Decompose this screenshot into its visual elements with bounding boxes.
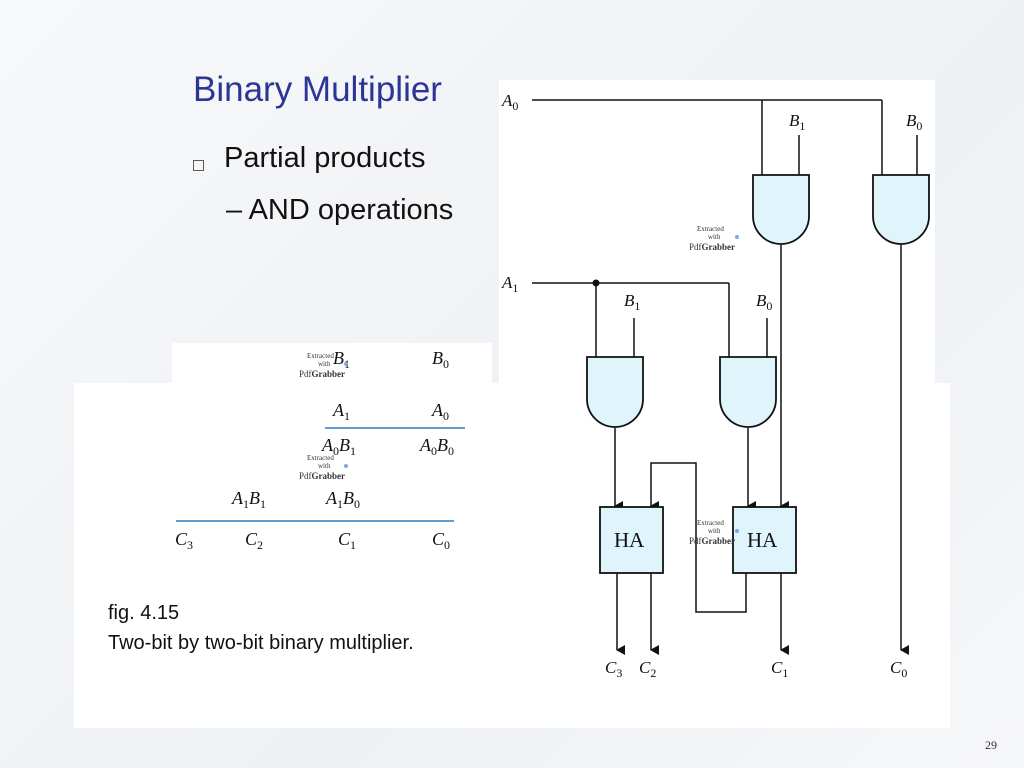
caption-description: Two-bit by two-bit binary multiplier. (108, 632, 414, 654)
label-b1-mid: B1 (624, 291, 640, 313)
table-c3: C3 (175, 529, 193, 552)
svg-text:Extracted: Extracted (697, 225, 724, 233)
wire-carry (650, 462, 747, 613)
table-b0: B0 (432, 348, 449, 371)
junction-dot (592, 279, 600, 287)
label-b0-mid: B0 (756, 291, 772, 313)
circuit-panel (499, 80, 935, 385)
table-panel (172, 343, 492, 388)
half-adder-1 (599, 506, 664, 574)
table-a1b1: A1B1 (231, 488, 266, 511)
label-b1-top: B1 (789, 111, 805, 133)
svg-text:with: with (708, 527, 721, 535)
page-title: Binary Multiplier (193, 70, 442, 109)
svg-text:Extracted: Extracted (697, 519, 724, 527)
half-adder-2 (732, 506, 797, 574)
svg-text:PdfGrabber: PdfGrabber (299, 369, 345, 379)
watermarks: Extracted with PdfGrabber Extracted with… (299, 225, 739, 546)
label-a0: A0 (501, 91, 518, 113)
label-a1: A1 (501, 273, 518, 295)
table-c0: C0 (432, 529, 450, 552)
svg-text:with: with (318, 462, 331, 470)
watermark-3: Extracted with PdfGrabber (299, 454, 348, 481)
svg-text:PdfGrabber: PdfGrabber (299, 471, 345, 481)
table-a1: A1 (332, 400, 350, 423)
bullet-and-operations: – AND operations (226, 194, 454, 226)
svg-text:Extracted: Extracted (307, 352, 334, 360)
and-gate-a0b0 (872, 174, 930, 245)
label-c2: C2 (639, 658, 656, 680)
and-gate-a0b1 (752, 174, 810, 245)
label-c0: C0 (890, 658, 907, 680)
svg-text:Extracted: Extracted (307, 454, 334, 462)
watermark-2: Extracted with PdfGrabber (299, 352, 348, 379)
and-gate-a1b1 (586, 356, 644, 428)
svg-text:with: with (318, 360, 331, 368)
bullet-partial-products: Partial products (224, 142, 426, 174)
watermark-1: Extracted with PdfGrabber (689, 225, 739, 252)
figure-panel (74, 383, 950, 728)
table-a1b0: A1B0 (325, 488, 360, 511)
ha1-label: HA (614, 528, 645, 552)
ha2-label: HA (747, 528, 778, 552)
page-number: 29 (985, 738, 997, 752)
and-gate-a1b0 (719, 356, 777, 428)
table-a0b0: A0B0 (419, 435, 454, 458)
figure-caption: fig. 4.15 Two-bit by two-bit binary mult… (108, 598, 414, 658)
label-b0-top: B0 (906, 111, 922, 133)
watermark-4: Extracted with PdfGrabber (689, 519, 739, 546)
svg-text:PdfGrabber: PdfGrabber (689, 242, 735, 252)
label-c1: C1 (771, 658, 788, 680)
table-a0: A0 (431, 400, 449, 423)
table-a0b1: A0B1 (321, 435, 356, 458)
svg-text:PdfGrabber: PdfGrabber (689, 536, 735, 546)
table-c2: C2 (245, 529, 263, 552)
bullet-icon (193, 160, 204, 171)
label-c3: C3 (605, 658, 622, 680)
svg-text:with: with (708, 233, 721, 241)
caption-figure-number: fig. 4.15 (108, 602, 180, 624)
table-c1: C1 (338, 529, 356, 552)
